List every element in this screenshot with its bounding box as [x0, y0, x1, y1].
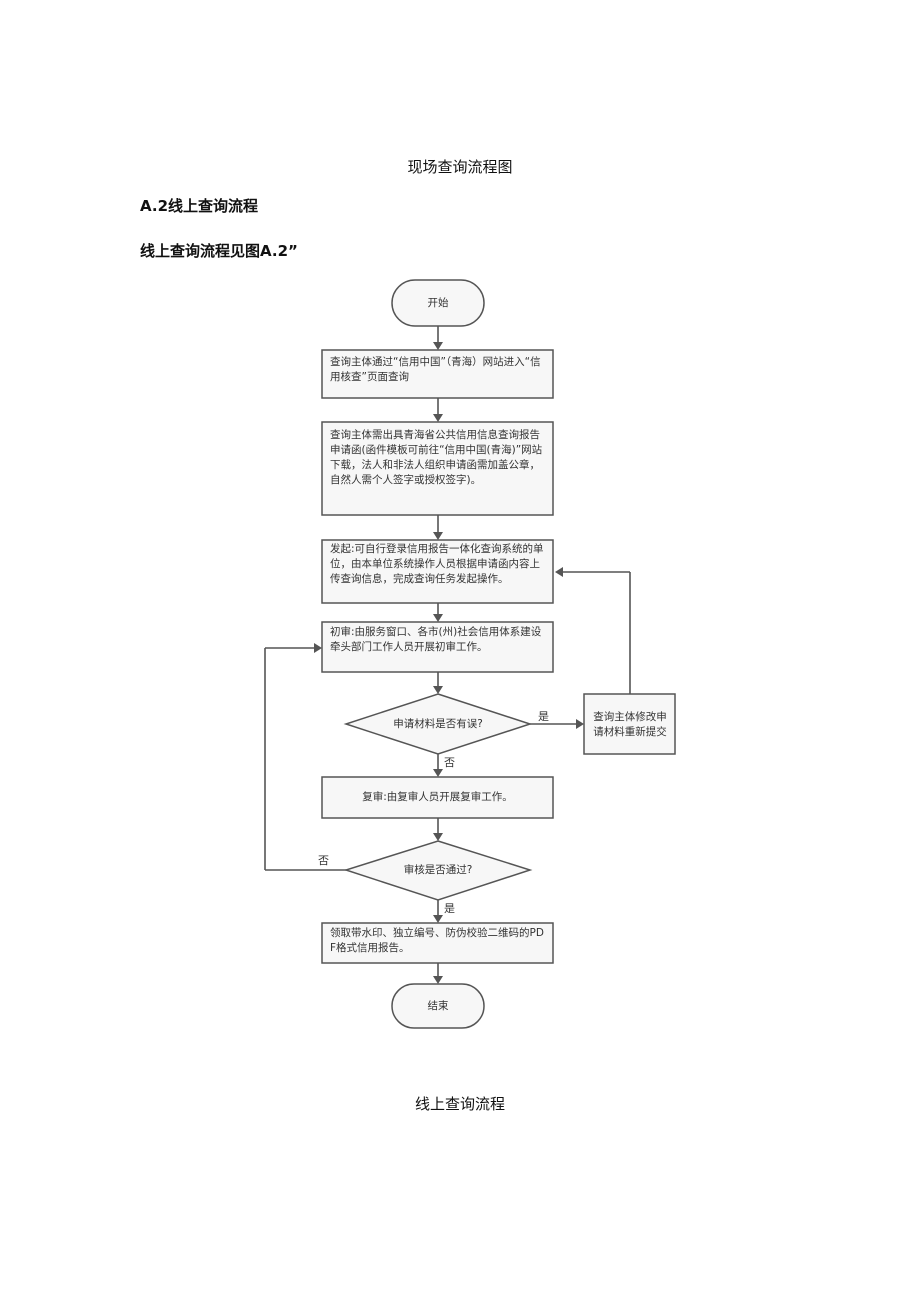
step3-box [321, 539, 554, 604]
decision1-text: 申请材料是否有误? [393, 717, 483, 730]
end-terminal [391, 983, 485, 1029]
step4-box [321, 621, 554, 673]
end-label: 结束 [427, 999, 449, 1012]
step6-text: 领取带水印、独立编号、防伪校验二维码的PDF格式信用报告。 [330, 927, 544, 954]
resubmit-text: 查询主体修改申请材料重新提交 [593, 711, 667, 738]
intro-text: 线上查询流程见图A.2” [140, 242, 298, 260]
step6-box [321, 922, 554, 964]
step4-text: 初审:由服务窗口、各市(州)社会信用体系建设牵头部门工作人员开展初审工作。 [330, 626, 542, 653]
decision2-diamond [343, 840, 533, 901]
bottom-figure-caption: 线上查询流程 [414, 1095, 505, 1113]
step2-text: 查询主体需出具青海省公共信用信息查询报告申请函(函件模板可前往“信用中国(青海)… [330, 429, 543, 486]
section-heading: A.2线上查询流程 [140, 197, 259, 215]
start-terminal [391, 279, 485, 327]
decision1-diamond [343, 693, 533, 755]
step3-text: 发起:可自行登录信用报告一体化查询系统的单位，由本单位系统操作人员根据申请函内容… [330, 543, 544, 585]
top-figure-caption: 现场查询流程图 [407, 158, 513, 176]
connectors [264, 326, 631, 984]
start-label: 开始 [427, 296, 449, 309]
step5-text: 复审:由复审人员开展复审工作。 [362, 791, 513, 803]
step1-box [321, 349, 554, 399]
decision1-no-label: 否 [444, 756, 455, 769]
step2-box [321, 421, 554, 516]
decision2-yes-label: 是 [444, 902, 455, 915]
decision2-no-label: 否 [318, 854, 329, 867]
resubmit-box [583, 693, 676, 755]
decision1-yes-label: 是 [538, 710, 549, 723]
decision2-text: 审核是否通过? [403, 863, 473, 876]
step5-box [321, 776, 554, 819]
step1-text: 查询主体通过“信用中国”（青海）网站进入“信用核查”页面查询 [330, 356, 541, 383]
